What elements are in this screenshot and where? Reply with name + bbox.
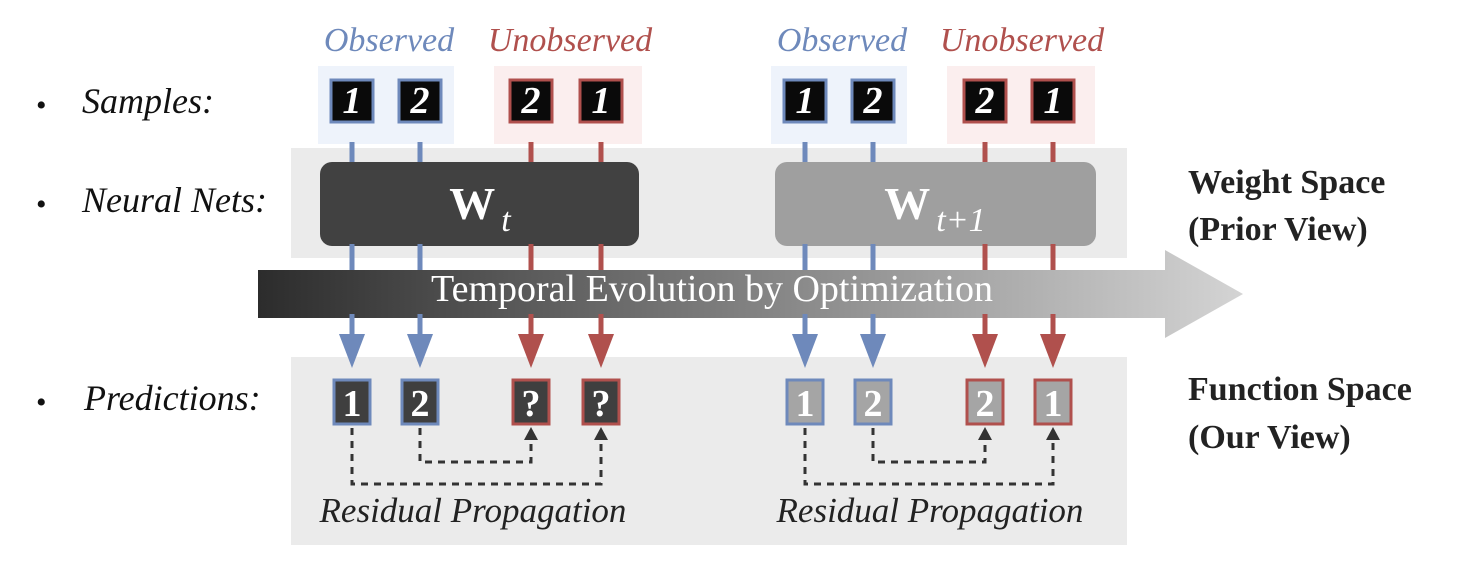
observed-header-1: Observed [324, 22, 455, 59]
mnist-digit-image: 2 [850, 78, 896, 124]
mnist-digit-image: 1 [578, 78, 624, 124]
prediction-value: ? [592, 383, 611, 425]
residual-dashed-path [803, 428, 1055, 486]
prediction-value: 2 [976, 383, 995, 425]
mnist-digit-image: 1 [329, 78, 375, 124]
weight-space-label: Weight Space [1188, 164, 1385, 201]
sample-digit: 2 [975, 80, 995, 122]
bullet-neural-nets: • [36, 188, 47, 221]
prediction-boxes: 1 2?? 1 2 2 1 [332, 378, 1073, 426]
mnist-digit-image: 2 [962, 78, 1008, 124]
temporal-evolution-arrow [258, 250, 1243, 338]
function-space-label: Function Space [1188, 371, 1412, 408]
residual-propagation-label-2: Residual Propagation [776, 491, 1084, 530]
residual-dashed-path [871, 428, 987, 464]
prediction-value: 2 [411, 383, 430, 425]
bullet-samples: • [36, 89, 47, 122]
mnist-digit-image: 2 [397, 78, 443, 124]
prediction-box: 2 [400, 378, 440, 426]
sample-digit: 1 [796, 80, 815, 122]
residual-arrow-head [1046, 427, 1060, 440]
mnist-digit-image: 1 [782, 78, 828, 124]
residual-dashed-path [418, 428, 533, 464]
prediction-value: 1 [343, 383, 362, 425]
prediction-value: ? [522, 383, 541, 425]
net-current-main: W [449, 178, 495, 229]
unobserved-header-1: Unobserved [488, 22, 653, 59]
sample-digit: 2 [863, 80, 883, 122]
net-next-sub: t+1 [936, 202, 985, 239]
sample-digit: 1 [1044, 80, 1063, 122]
prior-view-label: (Prior View) [1188, 211, 1368, 248]
prediction-box: 1 [332, 378, 372, 426]
prediction-box: 2 [853, 378, 893, 426]
prediction-box: ? [581, 378, 621, 426]
mnist-digit-image: 1 [1030, 78, 1076, 124]
prediction-box: 1 [785, 378, 825, 426]
observed-header-2: Observed [777, 22, 908, 59]
arrow-head [588, 334, 614, 368]
prediction-value: 1 [1044, 383, 1063, 425]
bullet-predictions: • [36, 386, 47, 419]
net-next-main: W [884, 178, 930, 229]
arrow-head [1040, 334, 1066, 368]
mnist-digit-image: 2 [508, 78, 554, 124]
temporal-evolution-label: Temporal Evolution by Optimization [431, 268, 993, 310]
row-label-predictions: Predictions: [83, 378, 261, 418]
prediction-box: ? [511, 378, 551, 426]
row-label-neural-nets: Neural Nets: [81, 180, 267, 220]
prediction-box: 2 [965, 378, 1005, 426]
residual-arrow-head [524, 427, 538, 440]
sample-images: 1 2 2 1 1 2 2 1 [329, 78, 1076, 124]
net-box-current [320, 162, 639, 246]
sample-digit: 1 [592, 80, 611, 122]
sample-digit: 1 [343, 80, 362, 122]
arrow-head [518, 334, 544, 368]
prediction-arrowheads [339, 314, 1066, 368]
sample-digit: 2 [521, 80, 541, 122]
sample-to-net-arrows [349, 142, 1056, 164]
sample-digit: 2 [410, 80, 430, 122]
arrow-head [339, 334, 365, 368]
net-box-next [775, 162, 1096, 246]
prediction-value: 2 [864, 383, 883, 425]
residual-dashed-path [350, 428, 603, 486]
arrow-head [860, 334, 886, 368]
unobserved-header-2: Unobserved [940, 22, 1105, 59]
residual-arrow-head [978, 427, 992, 440]
prediction-value: 1 [796, 383, 815, 425]
our-view-label: (Our View) [1188, 419, 1351, 456]
residual-propagation-label-1: Residual Propagation [319, 491, 627, 530]
arrow-head [792, 334, 818, 368]
row-label-samples: Samples: [82, 81, 214, 121]
residual-propagation-paths [350, 427, 1060, 486]
arrow-head [407, 334, 433, 368]
prediction-box: 1 [1033, 378, 1073, 426]
arrow-head [972, 334, 998, 368]
residual-arrow-head [594, 427, 608, 440]
net-to-prediction-arrows [349, 244, 1056, 274]
net-current-sub: t [501, 202, 512, 239]
